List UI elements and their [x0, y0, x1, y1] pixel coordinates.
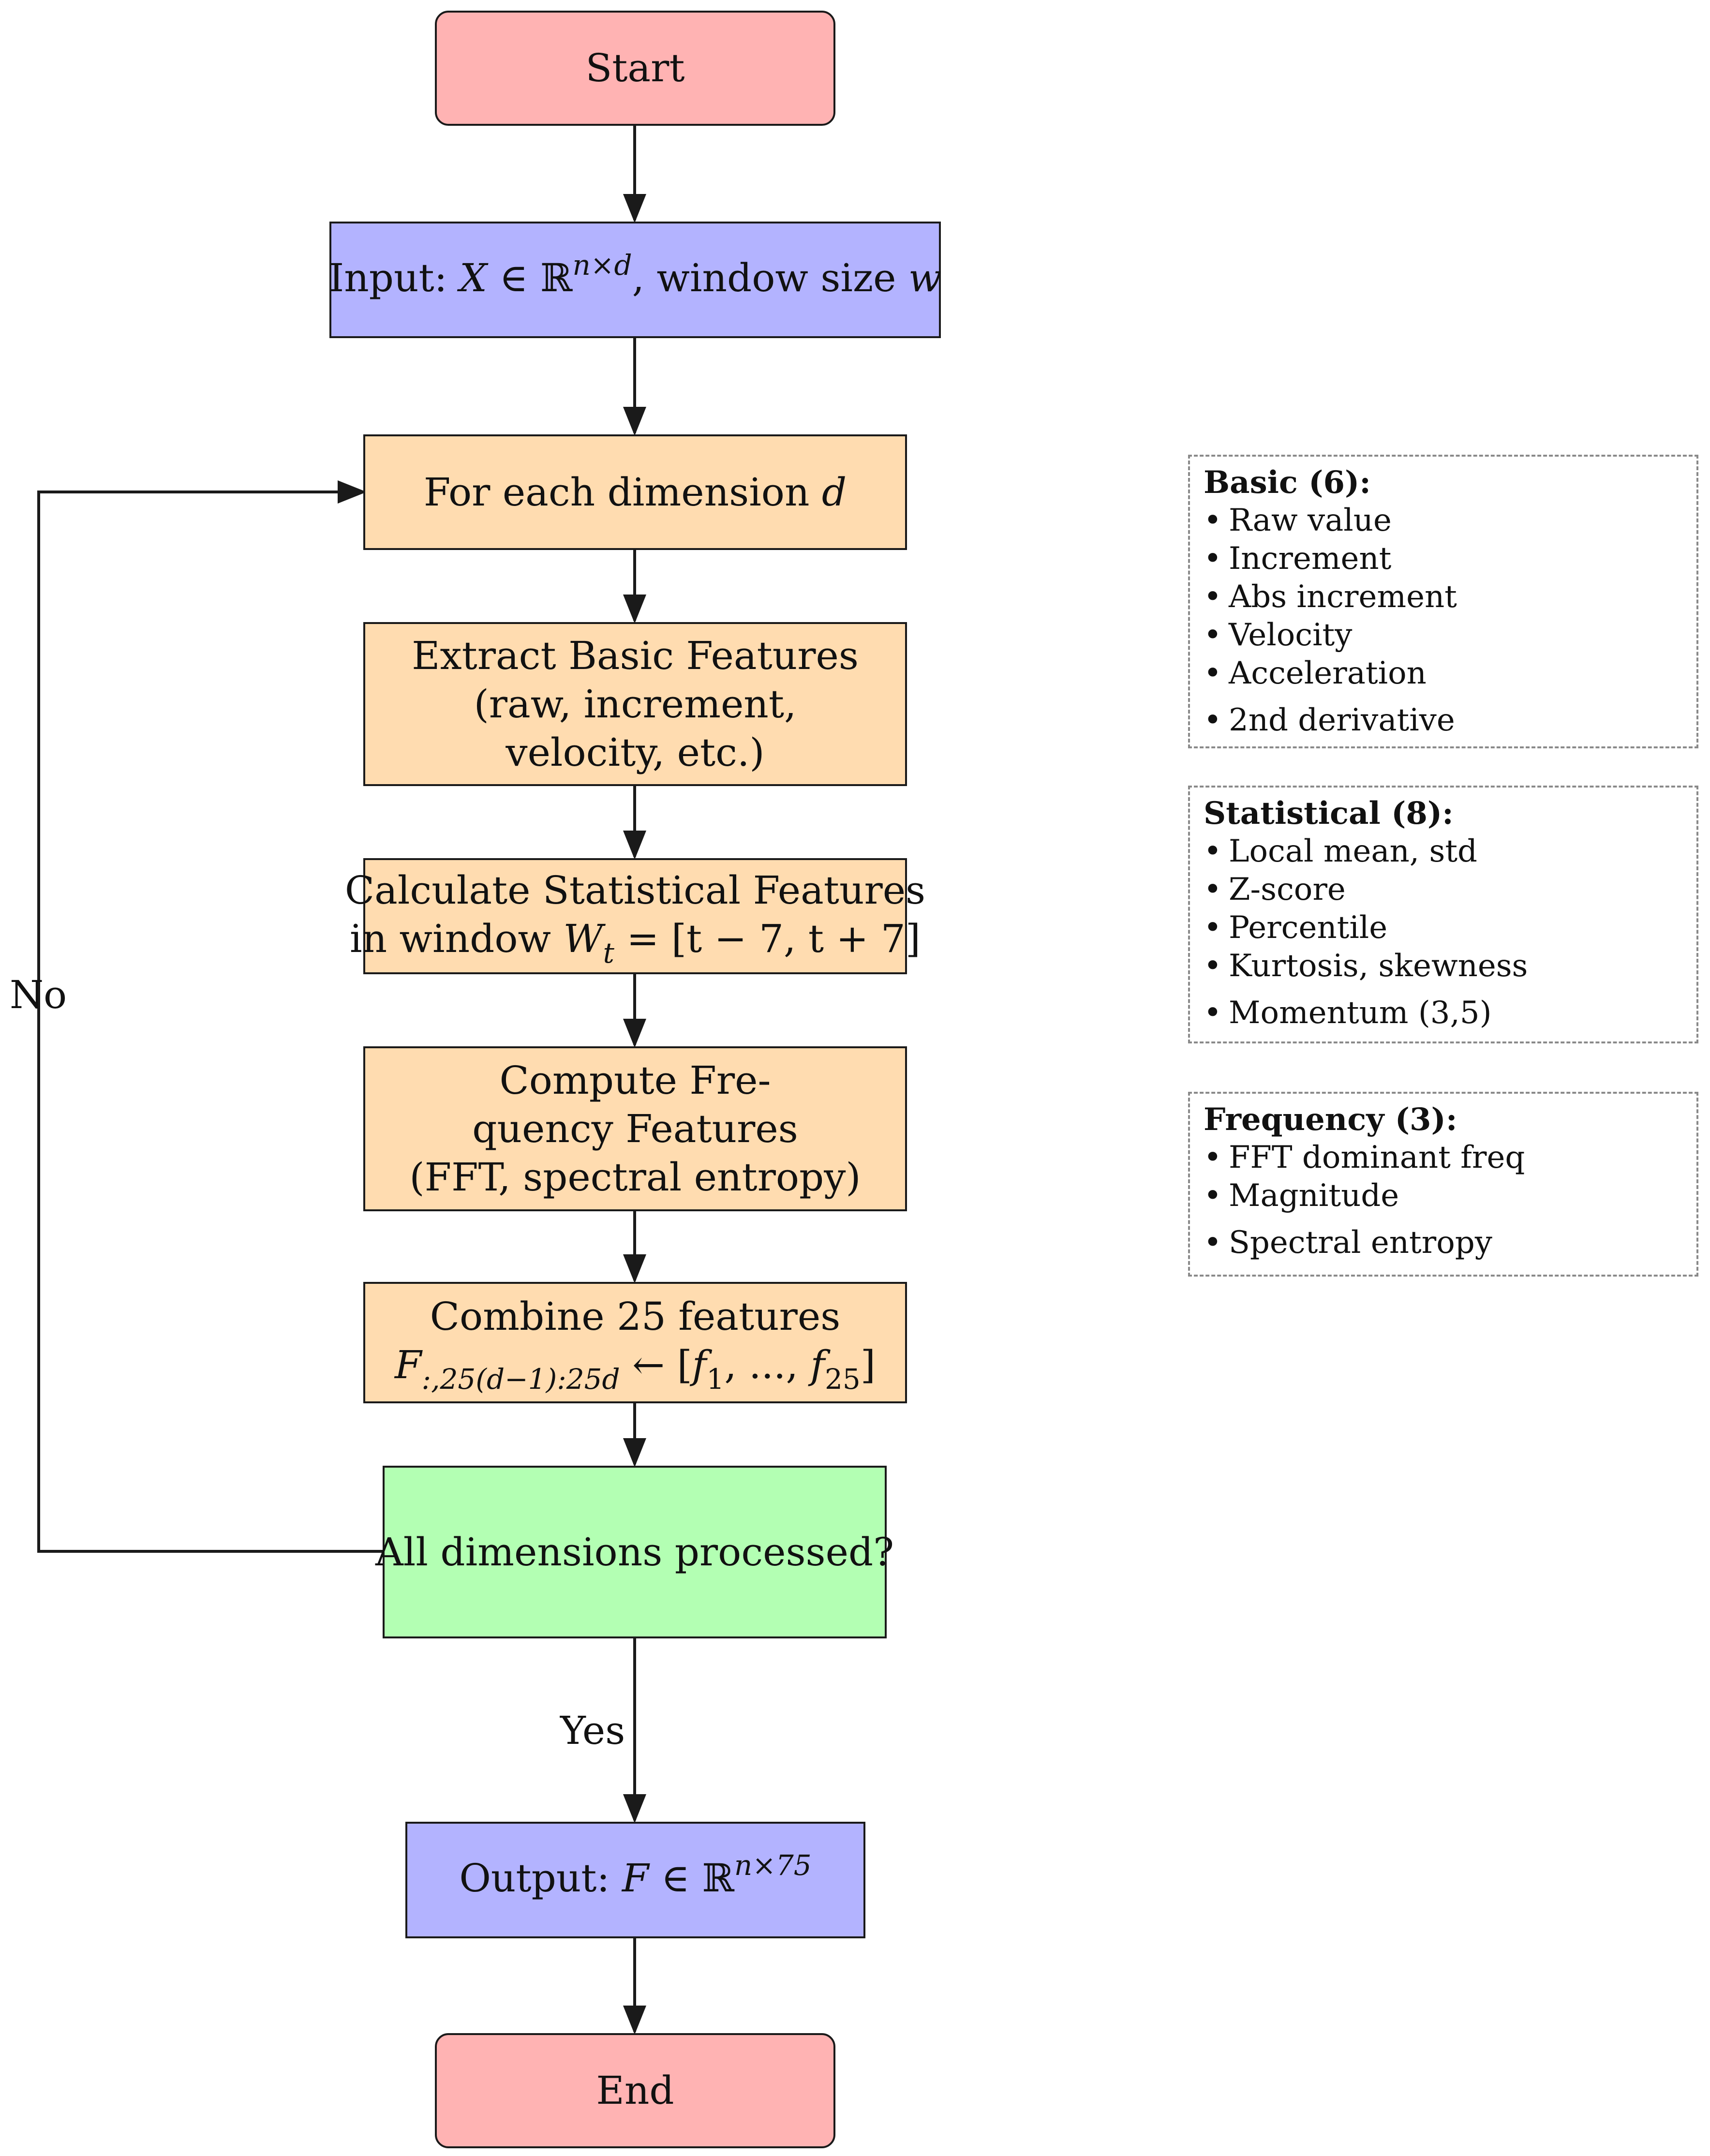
edge-label-no: No	[10, 972, 67, 1017]
combine-features-line-2: F:,25(d−1):25d ← [f1, ..., f25]	[395, 1342, 876, 1396]
panel-item: •FFT dominant freq	[1204, 1139, 1696, 1177]
end-label: End	[596, 2068, 674, 2113]
panel-item: •Increment	[1204, 540, 1696, 578]
decision-label: All dimensions processed?	[375, 1529, 894, 1575]
frequency-panel-title: Frequency (3):	[1204, 1101, 1457, 1138]
bullet-icon: •	[1204, 541, 1222, 577]
panel-item: •Raw value	[1204, 502, 1696, 540]
bullet-icon: •	[1204, 995, 1222, 1031]
frequency-features-line-3: (FFT, spectral entropy)	[409, 1154, 861, 1200]
statistical-panel-title: Statistical (8):	[1204, 795, 1454, 832]
panel-item: •2nd derivative	[1204, 701, 1696, 740]
bullet-icon: •	[1204, 1140, 1222, 1175]
basic-features-line-2: (raw, increment,	[474, 681, 797, 727]
panel-item: •Magnitude	[1204, 1177, 1696, 1215]
combine-features-line-1: Combine 25 features	[430, 1294, 841, 1339]
bullet-icon: •	[1204, 1178, 1222, 1214]
panel-item: •Abs increment	[1204, 578, 1696, 616]
bullet-icon: •	[1204, 579, 1222, 615]
basic-features-node: Extract Basic Features (raw, increment, …	[363, 622, 907, 786]
panel-item: •Local mean, std	[1204, 833, 1696, 871]
basic-features-panel: Basic (6): •Raw value •Increment •Abs in…	[1188, 455, 1698, 748]
panel-item: •Acceleration	[1204, 654, 1696, 693]
statistical-features-line-2: in window Wt = [t − 7, t + 7]	[350, 916, 921, 969]
output-node: Output: F ∈ ℝn×75	[405, 1822, 865, 1938]
panel-item: •Kurtosis, skewness	[1204, 947, 1696, 985]
bullet-icon: •	[1204, 833, 1222, 869]
edge-label-yes: Yes	[560, 1708, 625, 1753]
output-label: Output: F ∈ ℝn×75	[459, 1849, 812, 1901]
loop-node: For each dimension d	[363, 434, 907, 550]
panel-item: •Momentum (3,5)	[1204, 994, 1696, 1032]
end-node: End	[435, 2033, 835, 2148]
statistical-features-line-1: Calculate Statistical Features	[344, 867, 926, 913]
statistical-features-node: Calculate Statistical Features in window…	[345, 858, 925, 974]
panel-item: •Spectral entropy	[1204, 1224, 1696, 1262]
bullet-icon: •	[1204, 702, 1222, 738]
frequency-features-line-2: quency Features	[472, 1106, 798, 1151]
panel-item: •Velocity	[1204, 616, 1696, 654]
panel-item: •Percentile	[1204, 909, 1696, 947]
statistical-features-panel: Statistical (8): •Local mean, std •Z-sco…	[1188, 786, 1698, 1043]
basic-features-line-1: Extract Basic Features	[412, 633, 859, 678]
bullet-icon: •	[1204, 910, 1222, 946]
input-node: Input: X ∈ ℝn×d, window size w	[329, 222, 941, 338]
arrow-decision-back-to-loop-no	[37, 480, 383, 1553]
bullet-icon: •	[1204, 948, 1222, 984]
panel-item: •Z-score	[1204, 871, 1696, 909]
bullet-icon: •	[1204, 503, 1222, 538]
bullet-icon: •	[1204, 617, 1222, 653]
frequency-features-line-1: Compute Fre-	[499, 1057, 771, 1103]
combine-features-node: Combine 25 features F:,25(d−1):25d ← [f1…	[363, 1282, 907, 1403]
bullet-icon: •	[1204, 655, 1222, 691]
decision-node: All dimensions processed?	[375, 1466, 894, 1638]
basic-features-line-3: velocity, etc.)	[506, 729, 765, 775]
frequency-features-panel: Frequency (3): •FFT dominant freq •Magni…	[1188, 1092, 1698, 1277]
start-node: Start	[435, 11, 835, 126]
bullet-icon: •	[1204, 872, 1222, 907]
input-label: Input: X ∈ ℝn×d, window size w	[328, 249, 942, 300]
frequency-features-node: Compute Fre- quency Features (FFT, spect…	[363, 1046, 907, 1211]
bullet-icon: •	[1204, 1225, 1222, 1261]
loop-label: For each dimension d	[423, 469, 847, 515]
basic-panel-title: Basic (6):	[1204, 464, 1371, 501]
start-label: Start	[585, 45, 685, 90]
